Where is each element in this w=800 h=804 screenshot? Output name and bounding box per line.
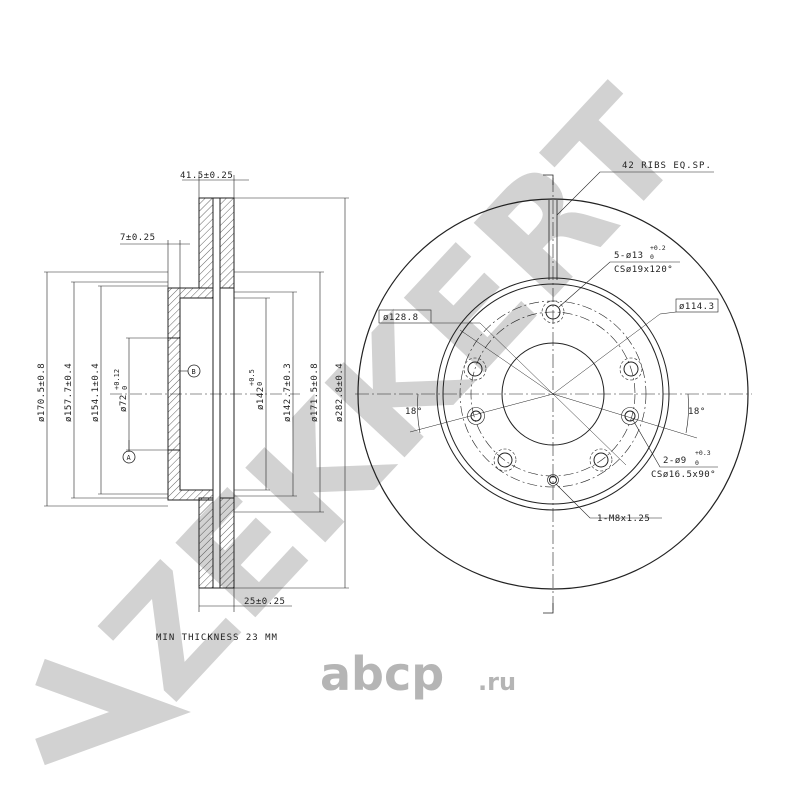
bolt-tol-lower: 0: [650, 253, 654, 261]
dim-d142-7: ø142.7±0.3: [283, 363, 293, 422]
logo-name: abcp: [320, 647, 444, 701]
thread-note: 1-M8x1.25: [597, 514, 650, 524]
inner-friction-plate: [219, 197, 235, 289]
dim-offset: 7±0.25: [120, 233, 156, 243]
datum-a-label: A: [127, 454, 132, 462]
hat-edge: [442, 283, 664, 505]
min-thickness-note: MIN THICKNESS 23 MM: [156, 633, 278, 643]
dim-d142-tol-lower: 0: [256, 382, 264, 386]
dim-d170: ø170.5±0.8: [37, 363, 47, 422]
pcd-114-label: ø114.3: [679, 302, 715, 312]
angle-right: 18°: [688, 407, 706, 417]
hat-profile: [167, 287, 214, 501]
thread-hole: [549, 476, 557, 484]
outer-friction-plate-lower: [198, 497, 214, 589]
pin-tol-lower: 0: [695, 459, 699, 467]
datum-a-marker: [122, 450, 136, 464]
dim-d72: ø72: [119, 394, 129, 412]
dim-d171: ø171.5±0.8: [310, 363, 320, 422]
pin-tol-upper: +0.3: [695, 449, 711, 457]
dim-d282: ø282.8±0.4: [335, 363, 345, 422]
dim-d72-tol-lower: 0: [121, 386, 129, 390]
pcd-128-label: ø128.8: [383, 313, 419, 323]
outer-friction-plate: [198, 197, 214, 289]
bolt-hole: [623, 361, 639, 377]
dim-d157: ø157.7±0.4: [64, 363, 74, 422]
dim-d142: ø142: [256, 386, 266, 410]
pcd-114-box: [675, 298, 719, 313]
dim-d72-tol-upper: +0.12: [113, 369, 121, 390]
ribs-note: 42 RIBS EQ.SP.: [622, 161, 712, 171]
bolt-holes: [463, 300, 643, 472]
bolt-tol-upper: +0.2: [650, 244, 666, 252]
pin-cs-note: CSø16.5x90°: [651, 470, 716, 480]
pin-holes-note: 2-ø9: [663, 456, 687, 466]
front-view: 18° 18° 42 RIBS EQ.SP. 5-ø13 +0.2 0 CSø1…: [355, 161, 752, 614]
watermark-chevron: [35, 658, 191, 766]
dim-width-overall: 41.5±0.25: [180, 171, 233, 181]
inner-friction-plate-lower: [219, 497, 235, 589]
outer-disc-edge: [357, 198, 749, 590]
bolt-holes-note: 5-ø13: [614, 251, 644, 261]
bolt-cs-note: CSø19x120°: [614, 265, 673, 275]
bolt-hole: [497, 452, 513, 468]
bolt-hole: [467, 361, 483, 377]
friction-inner-edge: [436, 277, 670, 511]
dim-d154: ø154.1±0.4: [91, 363, 101, 422]
logo-suffix: .ru: [478, 668, 516, 696]
pin-hole: [624, 410, 636, 422]
dim-hat-width: 25±0.25: [244, 597, 285, 607]
bolt-hole: [545, 304, 561, 320]
section-view: 41.5±0.25 7±0.25 25±0.25 ø170.5±0.8 ø157…: [37, 171, 349, 643]
angle-left: 18°: [405, 407, 423, 417]
center-bore: [501, 342, 605, 446]
pcd-128-box: [378, 309, 432, 324]
bolt-hole: [593, 452, 609, 468]
dim-d142-tol-upper: +0.5: [248, 369, 256, 386]
watermark-brand: ZEKKERT: [71, 59, 715, 731]
datum-b-label: B: [192, 368, 196, 376]
datum-b-marker: [187, 364, 201, 378]
footer-logo: abcp .ru: [320, 647, 516, 701]
